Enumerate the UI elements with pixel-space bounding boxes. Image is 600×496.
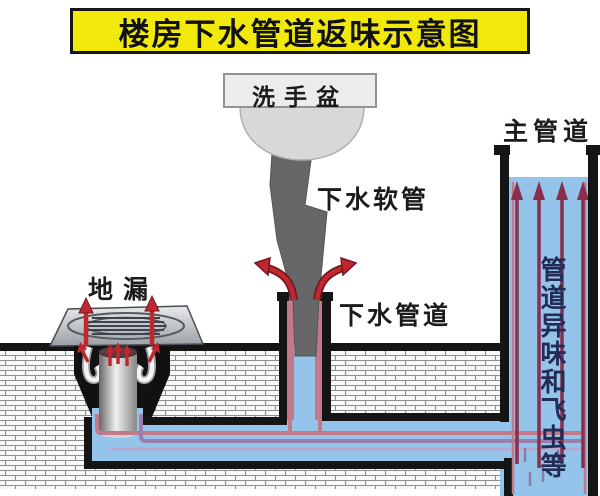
drain-hose	[269, 152, 328, 357]
stripe-mauve	[139, 414, 586, 443]
main-pipe-wall-left	[500, 145, 509, 422]
cylinder-body	[99, 351, 137, 435]
floor-edge-right	[322, 343, 500, 351]
drain-pipe-stripe-right	[315, 294, 322, 420]
drain-pipe-cap-right	[320, 292, 333, 301]
hook-right-core	[136, 346, 155, 383]
grate-ring-outer	[67, 312, 185, 340]
drain-pipe-wall-right	[322, 292, 331, 420]
trap-odor-arrows	[77, 342, 160, 366]
label-wash-basin: 洗手盆	[252, 84, 348, 110]
page-title: 楼房下水管道返味示意图	[70, 8, 530, 54]
label-drain-hose: 下水软管	[317, 186, 430, 214]
floor-drain-grate	[48, 305, 205, 347]
main-pipe-wall-right	[588, 145, 598, 496]
grate-slots	[86, 317, 166, 335]
riser-left-wall	[84, 417, 92, 469]
drain-pipe-water	[294, 354, 315, 420]
edge-seg-right	[322, 413, 506, 421]
drain-pipe-wall-left	[279, 292, 287, 420]
drain-pipe	[277, 292, 333, 420]
pipe-edges	[84, 413, 513, 496]
brick-left-lower	[0, 425, 84, 469]
label-floor-drain: 地漏	[88, 276, 159, 304]
main-pipe-lower-wall	[504, 458, 513, 496]
edge-bottom	[84, 461, 513, 469]
main-pipe	[494, 145, 600, 496]
basin-label-plate	[223, 73, 377, 108]
grate-odor-arrows	[78, 294, 160, 345]
label-main-pipe: 主管道	[503, 119, 594, 146]
wash-basin	[223, 73, 377, 161]
main-pipe-air-gap	[509, 155, 588, 177]
main-pipe-flange-right	[586, 145, 600, 155]
pipe-mouth-odor-arrows	[253, 256, 358, 301]
label-odor-vertical: 管道异味和飞虫等	[537, 256, 567, 480]
basin-bowl	[239, 105, 365, 161]
odor-stripes	[95, 182, 587, 494]
main-pipe-odor-arrows	[511, 181, 589, 468]
main-pipe-flange-left	[494, 145, 510, 155]
drain-pipe-stripe-left	[287, 294, 294, 420]
brick-bottom-strip	[0, 469, 506, 489]
junction-dashes	[523, 448, 560, 486]
brick-middle	[331, 350, 500, 413]
stripe-pink	[95, 414, 586, 435]
label-drain-pipe: 下水管道	[339, 302, 452, 330]
drain-pipe-cap-left	[277, 292, 289, 301]
edge-seg-left	[143, 417, 287, 425]
